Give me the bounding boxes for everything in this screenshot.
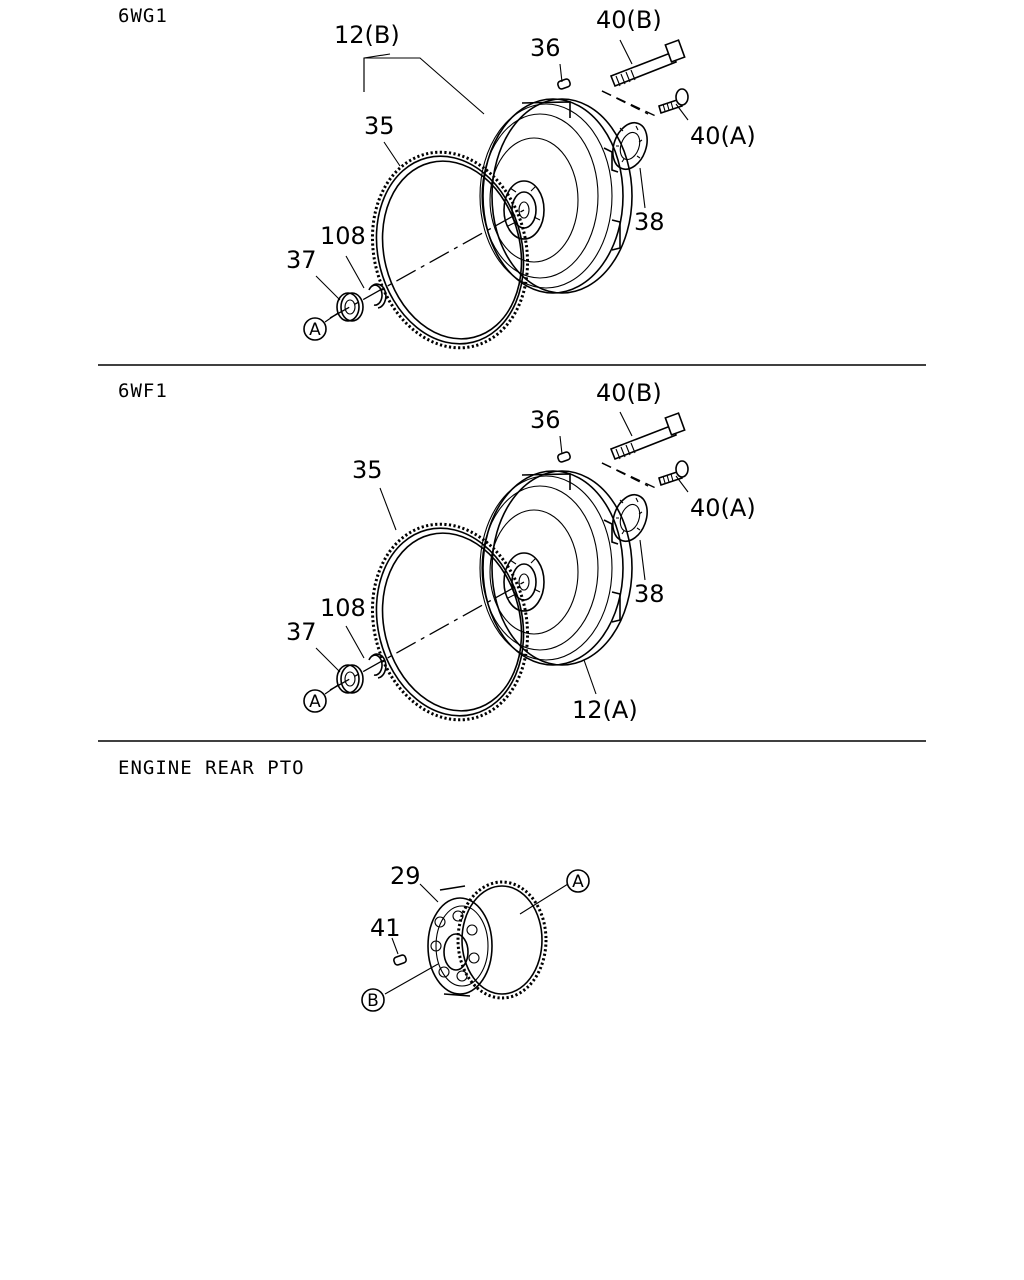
label-flywheel: 12(B) — [334, 21, 400, 49]
ref-marker-b: B — [361, 988, 385, 1012]
section-title: 6WF1 — [118, 380, 168, 402]
pin-36 — [557, 451, 571, 463]
bolt-40b — [609, 412, 686, 461]
ref-marker-a: A — [303, 317, 327, 341]
label-pin: 36 — [530, 34, 561, 62]
section-title: ENGINE REAR PTO — [118, 757, 305, 779]
label-ring-gear: 35 — [364, 112, 395, 140]
section-6wg1: 6WG1 — [118, 5, 756, 350]
label-bolt-long: 40(B) — [596, 379, 662, 407]
label-pin: 41 — [370, 914, 401, 942]
ref-marker-a: A — [303, 689, 327, 713]
svg-text:A: A — [572, 872, 584, 892]
label-snap-ring: 108 — [320, 222, 366, 250]
label-bearing: 37 — [286, 246, 317, 274]
plate-38 — [612, 121, 648, 171]
ref-marker-a: A — [566, 869, 590, 893]
pin-36 — [557, 78, 571, 90]
bearing-37 — [336, 664, 364, 694]
label-plate: 38 — [634, 208, 665, 236]
ring-gear-35 — [370, 150, 530, 350]
section-title: 6WG1 — [118, 5, 168, 27]
snap-ring-108 — [368, 283, 387, 309]
flywheel-12b — [479, 98, 633, 294]
label-pin: 36 — [530, 406, 561, 434]
flywheel-12a — [479, 470, 633, 666]
snap-ring-108 — [368, 653, 387, 679]
gear-29 — [427, 880, 548, 1000]
label-flywheel: 12(A) — [572, 696, 638, 724]
label-bolt-long: 40(B) — [596, 6, 662, 34]
label-ring-gear: 35 — [352, 456, 383, 484]
svg-text:B: B — [367, 991, 379, 1011]
label-gear: 29 — [390, 862, 421, 890]
label-snap-ring: 108 — [320, 594, 366, 622]
bolt-40a — [658, 460, 689, 487]
pin-41 — [393, 954, 407, 966]
bolt-40a — [658, 88, 689, 115]
section-6wf1: 6WF1 — [118, 379, 756, 724]
label-bearing: 37 — [286, 618, 317, 646]
svg-text:A: A — [309, 692, 321, 712]
label-plate: 38 — [634, 580, 665, 608]
section-engine-rear-pto: ENGINE REAR PTO 29 41 A — [118, 757, 590, 1012]
plate-38 — [612, 493, 648, 543]
bearing-37 — [336, 292, 364, 322]
label-bolt-short: 40(A) — [690, 494, 756, 522]
svg-text:A: A — [309, 320, 321, 340]
ring-gear-35 — [370, 522, 530, 722]
bolt-40b — [609, 39, 686, 88]
label-bolt-short: 40(A) — [690, 122, 756, 150]
